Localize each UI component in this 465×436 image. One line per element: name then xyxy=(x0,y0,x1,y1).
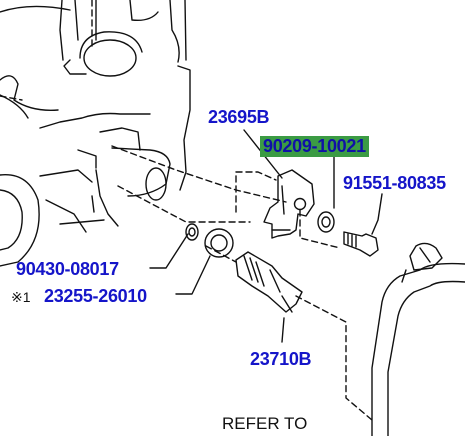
label-91551-80835[interactable]: 91551-80835 xyxy=(343,173,446,193)
label-90430-08017[interactable]: 90430-08017 xyxy=(16,259,119,279)
label-23695b[interactable]: 23695B xyxy=(208,107,270,127)
indicator-lines xyxy=(0,0,373,421)
seal-part xyxy=(204,228,234,258)
bolt-part xyxy=(343,231,379,257)
label-90209-10021[interactable]: 90209-10021 xyxy=(260,136,369,157)
label-23255-26010[interactable]: 23255-26010 xyxy=(44,286,147,306)
washer-hole xyxy=(321,216,331,228)
gasket-part xyxy=(185,223,199,241)
washer-part xyxy=(317,211,335,233)
engine-block xyxy=(0,0,191,267)
fuel-hose xyxy=(371,242,465,436)
refer-note: REFER TO xyxy=(222,414,308,433)
seal-hole xyxy=(210,234,228,252)
note-marker: ※1 xyxy=(11,289,31,305)
injector-part xyxy=(235,251,303,313)
bracket-part xyxy=(263,169,315,239)
gasket-hole xyxy=(188,227,196,237)
label-23710b[interactable]: 23710B xyxy=(250,349,312,369)
